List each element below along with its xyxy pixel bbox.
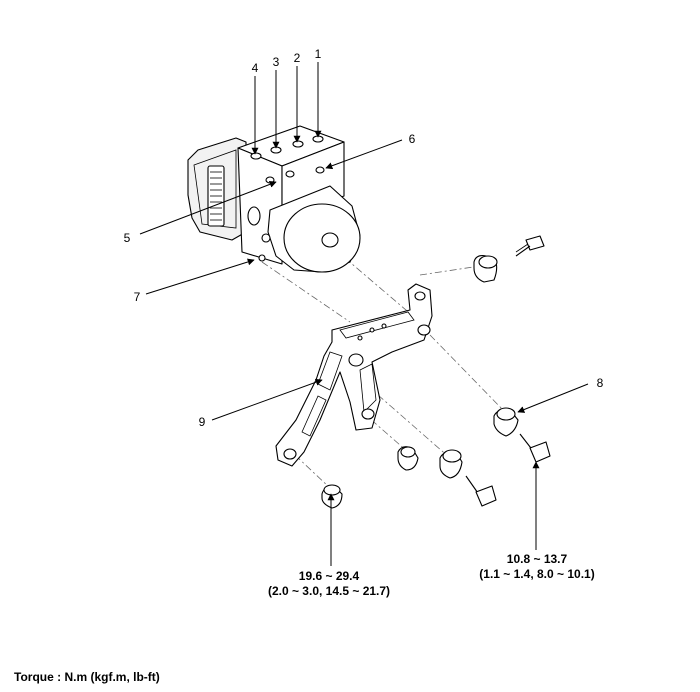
torque-right-line1: 10.8 ~ 13.7 <box>507 552 568 566</box>
upper-bushing <box>473 255 498 283</box>
lower-left-nut <box>321 484 343 509</box>
callout-2: 2 <box>294 51 301 65</box>
lower-bolt-center <box>465 475 497 507</box>
assembly-centerlines <box>261 257 506 489</box>
callout-1: 1 <box>315 47 322 61</box>
torque-spec-right: 10.8 ~ 13.7 (1.1 ~ 1.4, 8.0 ~ 10.1) <box>479 552 594 581</box>
callout-7: 7 <box>134 290 141 304</box>
torque-spec-left: 19.6 ~ 29.4 (2.0 ~ 3.0, 14.5 ~ 21.7) <box>268 569 390 598</box>
upper-bolt <box>515 235 545 257</box>
callout-5: 5 <box>124 231 131 245</box>
torque-left-line1: 19.6 ~ 29.4 <box>299 569 360 583</box>
callout-4: 4 <box>252 61 259 75</box>
lower-bolt-right <box>519 433 551 463</box>
lower-bushing-right <box>439 449 463 479</box>
callout-6: 6 <box>409 132 416 146</box>
leader-lines <box>139 62 589 566</box>
bushing-item-8 <box>493 407 519 437</box>
connector-pins <box>207 165 225 227</box>
callout-labels: 1 2 3 4 5 6 7 8 9 <box>124 47 604 429</box>
mounting-bracket <box>275 283 433 467</box>
callout-9: 9 <box>199 415 206 429</box>
hecu-modulator <box>187 125 361 273</box>
torque-right-line2: (1.1 ~ 1.4, 8.0 ~ 10.1) <box>479 567 594 581</box>
torque-unit-note: Torque : N.m (kgf.m, lb-ft) <box>14 670 160 684</box>
torque-left-line2: (2.0 ~ 3.0, 14.5 ~ 21.7) <box>268 584 390 598</box>
callout-8: 8 <box>597 376 604 390</box>
callout-3: 3 <box>273 55 280 69</box>
lower-bushing-center <box>397 446 419 471</box>
